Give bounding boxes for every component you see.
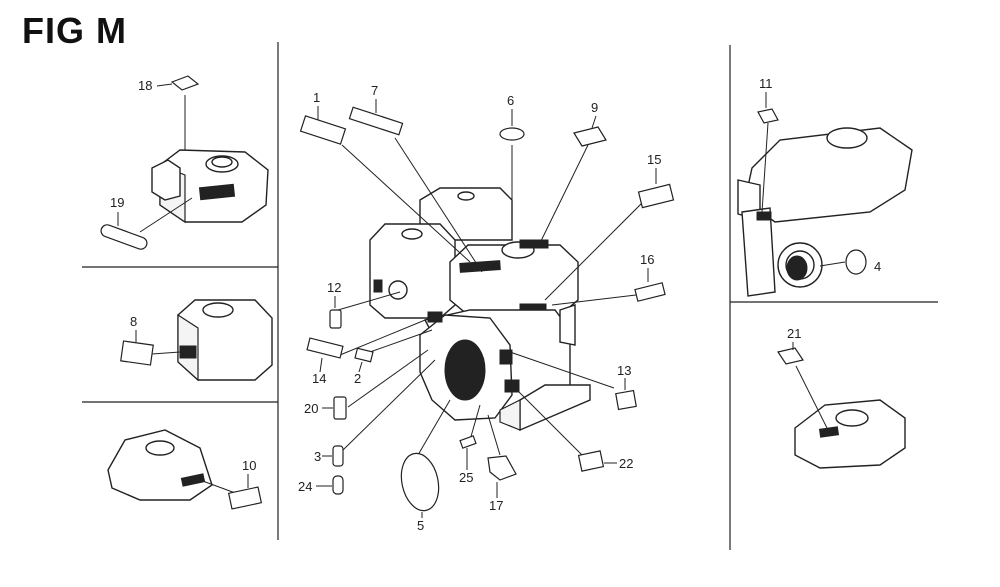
callout-20: 20 bbox=[304, 401, 318, 416]
decal-19 bbox=[100, 224, 148, 250]
fuel-tank-assembly-right bbox=[737, 122, 913, 297]
decal-4 bbox=[845, 249, 867, 275]
callout-17: 17 bbox=[489, 498, 503, 513]
fuel-tank-view-a bbox=[139, 95, 269, 233]
figure-title: FIG M bbox=[22, 10, 127, 51]
callout-3: 3 bbox=[314, 449, 321, 464]
callout-16: 16 bbox=[640, 252, 654, 267]
decal-6 bbox=[499, 127, 525, 141]
callout-13: 13 bbox=[617, 363, 631, 378]
decal-25 bbox=[459, 435, 477, 449]
decal-24 bbox=[332, 475, 344, 495]
callout-19: 19 bbox=[110, 195, 124, 210]
callout-24: 24 bbox=[298, 479, 312, 494]
callout-8: 8 bbox=[130, 314, 137, 329]
engine-leaders bbox=[337, 137, 646, 456]
callout-18: 18 bbox=[138, 78, 152, 93]
callout-6: 6 bbox=[507, 93, 514, 108]
fuel-tank-view-b bbox=[151, 299, 273, 382]
recoil-cover-view bbox=[107, 429, 239, 501]
engine-assembly bbox=[369, 187, 591, 432]
decal-18 bbox=[170, 75, 200, 91]
callout-5: 5 bbox=[417, 518, 424, 533]
decal-13 bbox=[615, 389, 637, 411]
callout-10: 10 bbox=[242, 458, 256, 473]
callout-4: 4 bbox=[874, 259, 881, 274]
decal-2 bbox=[354, 347, 374, 363]
decal-21 bbox=[777, 347, 804, 365]
decal-11 bbox=[757, 108, 779, 124]
decal-15 bbox=[637, 183, 675, 209]
decal-9 bbox=[573, 126, 607, 147]
callout-1: 1 bbox=[313, 90, 320, 105]
decal-7 bbox=[348, 106, 404, 136]
callout-12: 12 bbox=[327, 280, 341, 295]
decal-12 bbox=[329, 309, 342, 329]
decal-8 bbox=[120, 340, 154, 366]
panel-dividers bbox=[82, 42, 938, 550]
decal-14 bbox=[306, 337, 344, 359]
decal-20 bbox=[333, 396, 347, 420]
decal-5 bbox=[400, 452, 440, 512]
callout-2: 2 bbox=[354, 371, 361, 386]
callout-14: 14 bbox=[312, 371, 326, 386]
decal-1 bbox=[299, 115, 347, 145]
callout-22: 22 bbox=[619, 456, 633, 471]
fuel-tank-view-c bbox=[794, 365, 906, 469]
decal-3 bbox=[332, 445, 344, 467]
callout-7: 7 bbox=[371, 83, 378, 98]
decal-22 bbox=[577, 450, 605, 472]
decal-17 bbox=[487, 455, 517, 481]
decal-10 bbox=[227, 486, 263, 510]
callout-11: 11 bbox=[759, 76, 773, 91]
callout-21: 21 bbox=[787, 326, 801, 341]
decal-16 bbox=[634, 282, 666, 302]
callout-9: 9 bbox=[591, 100, 598, 115]
callout-15: 15 bbox=[647, 152, 661, 167]
callout-25: 25 bbox=[459, 470, 473, 485]
